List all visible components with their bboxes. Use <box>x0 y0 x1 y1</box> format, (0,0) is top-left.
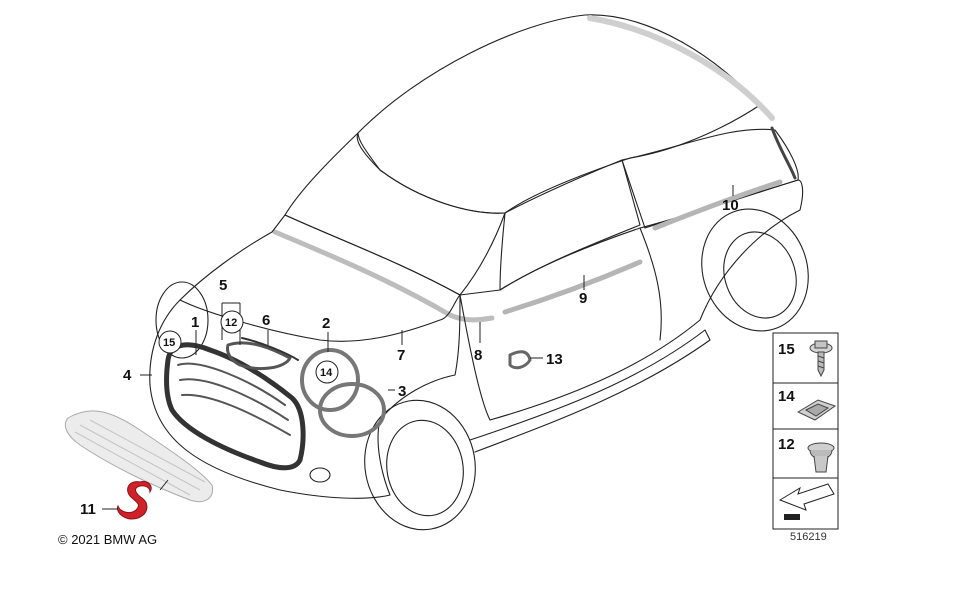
car-roof <box>356 14 761 214</box>
rear-wheel <box>723 231 797 319</box>
arrow-icon <box>778 483 835 520</box>
headlight-ring-2 <box>300 348 360 412</box>
headlight-left <box>155 281 209 359</box>
screw-icon <box>809 340 833 378</box>
door-line <box>639 227 662 341</box>
callout-2: 2 <box>322 315 330 332</box>
diagram-id: 516219 <box>790 531 827 543</box>
rear-pillar-trim <box>770 126 797 180</box>
windshield <box>284 132 506 296</box>
callout-14: 14 <box>320 367 333 379</box>
callout-1: 1 <box>191 314 199 331</box>
rear-wheel-arch <box>701 208 809 332</box>
callout-circle-15 <box>158 330 182 354</box>
callout-10: 10 <box>722 197 739 214</box>
legend-label-14: 14 <box>778 388 795 405</box>
side-window-front <box>499 159 641 291</box>
callout-8: 8 <box>474 347 482 364</box>
clip-icon <box>796 399 837 421</box>
callout-6: 6 <box>262 312 270 329</box>
windshield-trim <box>272 229 495 323</box>
fog-light <box>309 467 331 483</box>
roof-rail <box>587 15 775 121</box>
headlight-ring-3 <box>318 382 386 438</box>
callout-5: 5 <box>219 277 227 294</box>
copyright-text: © 2021 BMW AG <box>58 532 158 547</box>
rivet-icon <box>807 442 835 473</box>
callout-12: 12 <box>225 317 237 329</box>
callout-9: 9 <box>579 290 587 307</box>
hood-scoop-trim <box>241 337 299 361</box>
callout-11: 11 <box>80 501 96 518</box>
legend-label-15: 15 <box>778 341 795 358</box>
body-side <box>459 179 804 421</box>
lower-grille-detached <box>64 410 214 503</box>
callout-7: 7 <box>397 347 405 364</box>
fastener-legend: 15 14 12 <box>772 332 839 530</box>
grille-inner <box>177 362 291 436</box>
legend-label-12: 12 <box>778 436 795 453</box>
callout-circle-14 <box>315 360 339 384</box>
s-badge <box>116 481 152 520</box>
grille-frame <box>164 342 306 471</box>
hood <box>179 214 461 342</box>
callout-3: 3 <box>398 383 406 400</box>
door-handle <box>508 350 532 370</box>
side-trim-10 <box>652 179 783 231</box>
front-wheel <box>386 419 464 517</box>
side-window-rear <box>621 128 799 229</box>
hood-scoop <box>226 341 292 370</box>
front-wheel-arch <box>364 399 476 531</box>
front-bumper <box>149 294 461 499</box>
callout-circle-12 <box>220 310 244 334</box>
callout-13: 13 <box>546 351 563 368</box>
callout-4: 4 <box>123 367 132 384</box>
side-trim-9 <box>502 259 643 315</box>
callout-15: 15 <box>163 337 175 349</box>
sill <box>469 329 711 453</box>
